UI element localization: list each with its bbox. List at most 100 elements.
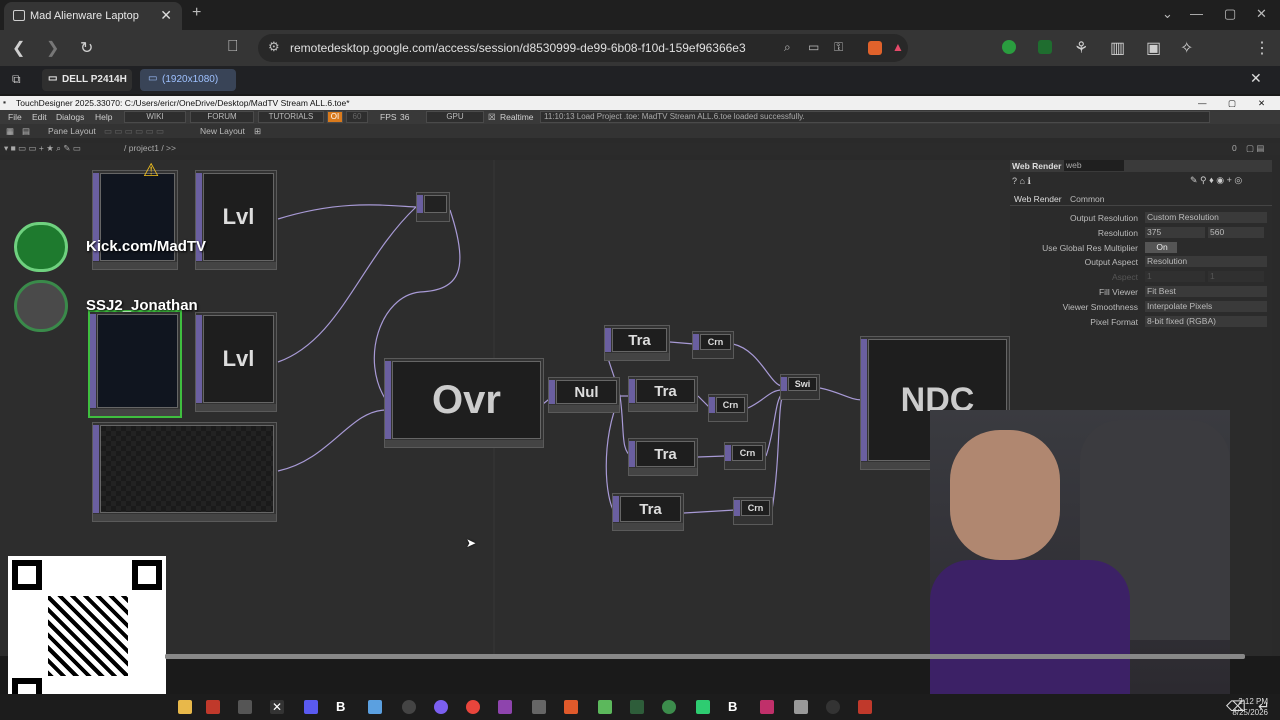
menu-icon[interactable]: ⋮ [1254,40,1270,57]
site-info-icon[interactable]: ⚙ [268,39,280,54]
app-icon-purple[interactable] [304,700,318,714]
constant-node[interactable] [92,422,277,522]
zoom-icon[interactable]: ⌕ [784,40,791,54]
menu-dialogs[interactable]: Dialogs [56,112,85,122]
menu-file[interactable]: File [8,112,22,122]
resolution-w[interactable]: 375 [1145,227,1205,238]
app-icon-red[interactable] [206,700,220,714]
file-explorer-icon[interactable] [178,700,192,714]
op-name-field[interactable]: web [1064,160,1124,171]
menu-help[interactable]: Help [95,112,113,122]
extension-green-icon[interactable] [1002,40,1016,54]
alert-icon[interactable]: ▲ [892,40,904,54]
ndi-out-node[interactable]: NDC [860,336,1010,470]
realtime-checkbox[interactable]: ☒ [488,112,496,122]
layout-icon[interactable]: ▦ [6,126,15,136]
extension-x-icon[interactable] [1038,40,1052,54]
app-icon-arrow[interactable] [696,700,710,714]
maximize-icon[interactable]: ▢ [1224,6,1237,21]
help-icon[interactable]: ? ⌂ ℹ [1012,176,1031,186]
minimize-icon[interactable]: — [1190,6,1203,21]
bookmark-icon[interactable]: ⎕ [228,38,238,55]
enter-icon[interactable]: ↵ [1258,698,1270,714]
app-icon-y[interactable] [858,700,872,714]
app-icon-darkgreen[interactable] [630,700,644,714]
system-clock[interactable]: 2:12 PM 8/25/2026 [1232,696,1268,718]
transform-node-3[interactable]: Tra [628,438,698,476]
close-session-icon[interactable]: ✕ [1250,70,1262,86]
param-value[interactable]: Fit Best [1145,286,1267,297]
b-icon-2[interactable]: B [728,699,738,714]
cast-icon[interactable]: ▭ [808,40,820,54]
param-value[interactable]: Resolution [1145,256,1267,267]
address-bar[interactable]: ⚙ remotedesktop.google.com/access/sessio… [258,34,908,62]
x-icon[interactable]: ✕ [270,700,284,714]
resolution-button[interactable]: ▭ (1920x1080) [140,69,236,91]
extensions-icon[interactable]: ⚘ [1074,40,1089,57]
param-output-resolution[interactable]: Output Resolution Custom Resolution [1010,211,1272,225]
wallet-icon[interactable]: ▣ [1146,40,1162,57]
param-output-aspect[interactable]: Output Aspect Resolution [1010,255,1272,269]
corner-node-2[interactable]: Crn [708,394,748,422]
brave-shield-icon[interactable] [868,41,882,55]
tutorials-button[interactable]: TUTORIALS [258,111,324,123]
brave-icon[interactable] [564,700,578,714]
discord-icon[interactable] [434,700,448,714]
wiki-button[interactable]: WIKI [124,111,186,123]
param-pixel-format[interactable]: Pixel Format 8-bit fixed (RGBA) [1010,315,1272,329]
corner-node-1[interactable]: Crn [692,331,734,359]
td-maximize-icon[interactable]: ▢ [1228,98,1237,108]
td-close-icon[interactable]: ✕ [1258,98,1266,108]
b-icon[interactable]: B [336,699,346,714]
td-minimize-icon[interactable]: — [1198,98,1207,108]
scrollbar-thumb[interactable] [165,654,1245,659]
param-global-res-multiplier[interactable]: Use Global Res Multiplier On [1010,241,1272,255]
level-node-2[interactable]: Lvl [195,312,277,412]
transform-node-1[interactable]: Tra [604,325,670,361]
add-layout-icon[interactable]: ⊞ [254,126,262,136]
tab-common[interactable]: Common [1070,194,1105,204]
reload-icon[interactable]: ↻ [80,40,94,57]
network-path[interactable]: / project1 / >> [124,143,176,153]
app-icon-green[interactable] [598,700,612,714]
app-icon-blue[interactable] [368,700,382,714]
app-icon-pink[interactable] [760,700,774,714]
param-fill-viewer[interactable]: Fill Viewer Fit Best [1010,285,1272,299]
param-value[interactable]: Interpolate Pixels [1145,301,1267,312]
leo-icon[interactable]: ✧ [1180,40,1194,57]
param-value[interactable]: Custom Resolution [1145,212,1267,223]
switch-node[interactable]: Swi [780,374,820,400]
forum-button[interactable]: FORUM [190,111,254,123]
switch-node-small[interactable] [416,192,450,222]
oi-button[interactable]: OI [327,111,343,123]
null-node[interactable]: Nul [548,377,620,413]
layout-presets[interactable]: ▭ ▭ ▭ ▭ ▭ ▭ [104,126,164,136]
over-node[interactable]: Ovr [384,358,544,448]
forward-icon[interactable]: ❯ [46,40,60,57]
chrome-icon[interactable] [466,700,480,714]
pane-maximize-icon[interactable]: ▢ ▤ [1246,143,1265,153]
app-icon-doc[interactable] [532,700,546,714]
new-tab-icon[interactable]: + [192,4,202,21]
monitor-button[interactable]: ▭ DELL P2414H [42,69,132,91]
param-viewer-smoothness[interactable]: Viewer Smoothness Interpolate Pixels [1010,300,1272,314]
global-res-toggle[interactable]: On [1145,242,1177,253]
osc-icon[interactable] [826,700,840,714]
browser-tab[interactable]: Mad Alienware Laptop ✕ [4,2,182,30]
app-icon-circle[interactable] [662,700,676,714]
back-icon[interactable]: ❮ [12,40,26,57]
key-icon[interactable]: ⚿ [834,40,844,54]
dismiss-icon[interactable]: ⌫ [1226,698,1246,714]
corner-node-4[interactable]: Crn [733,497,773,525]
sidebar-icon[interactable]: ▥ [1110,40,1126,57]
close-window-icon[interactable]: ✕ [1256,6,1267,21]
layout-toggle-icon[interactable]: ▤ [22,126,31,136]
corner-node-3[interactable]: Crn [724,442,766,470]
horizontal-scrollbar[interactable] [165,654,1245,659]
close-tab-icon[interactable]: ✕ [160,7,172,23]
webrender-node-top[interactable] [92,170,178,270]
param-tool-icons[interactable]: ✎ ⚲ ♦ ◉ + ◎ [1190,175,1243,185]
gpu-button[interactable]: GPU [426,111,484,123]
transform-node-4[interactable]: Tra [612,493,684,531]
panel-toggle-icon[interactable]: ⧉ [12,72,21,86]
